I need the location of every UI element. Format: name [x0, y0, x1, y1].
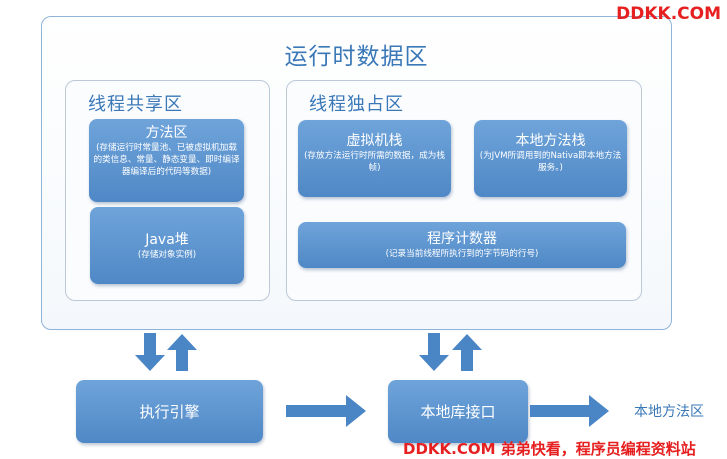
java-heap-desc: (存储对象实例)	[137, 250, 197, 260]
program-counter-title: 程序计数器	[427, 231, 497, 247]
program-counter-desc: (记录当前线程所执行到的字节码的行号)	[385, 249, 539, 259]
method-area-title: 方法区	[145, 125, 188, 141]
runtime-data-area-title: 运行时数据区	[284, 44, 429, 70]
native-interface-box: 本地库接口	[388, 380, 528, 443]
thread-private-region-title: 线程独占区	[309, 94, 404, 115]
watermark-bottom: DDKK.COM 弟弟快看，程序员编程资料站	[403, 440, 696, 458]
vm-stack-title: 虚拟机栈	[346, 133, 403, 149]
java-heap-box: Java堆 (存储对象实例)	[90, 207, 244, 284]
method-area-desc: (存储运行时常量池、已被虚拟机加载的类信息、常量、静态变量、即时编译器编译后的代…	[93, 143, 240, 177]
arrow-engine-to-native-interface	[286, 395, 366, 427]
native-method-stack-desc: (为JVM所调用到的Nativa即本地方法服务。)	[479, 151, 622, 173]
native-method-stack-box: 本地方法栈 (为JVM所调用到的Nativa即本地方法服务。)	[474, 120, 627, 197]
arrow-up-from-native-interface	[452, 334, 482, 371]
native-method-library-label: 本地方法区	[634, 404, 704, 420]
method-area-box: 方法区 (存储运行时常量池、已被虚拟机加载的类信息、常量、静态变量、即时编译器编…	[89, 119, 244, 202]
execution-engine-box: 执行引擎	[76, 380, 263, 443]
arrow-up-from-engine	[167, 334, 197, 371]
native-method-stack-title: 本地方法栈	[515, 133, 586, 149]
arrow-down-to-native-interface	[419, 333, 449, 371]
arrow-native-interface-to-library	[530, 395, 609, 427]
thread-shared-region-title: 线程共享区	[88, 94, 183, 115]
native-interface-title: 本地库接口	[420, 403, 496, 421]
java-heap-title: Java堆	[145, 232, 189, 248]
arrow-down-to-engine	[135, 333, 165, 371]
vm-stack-desc: (存放方法运行时所需的数据，成为栈帧)	[304, 151, 445, 173]
execution-engine-title: 执行引擎	[139, 403, 200, 421]
program-counter-box: 程序计数器 (记录当前线程所执行到的字节码的行号)	[298, 222, 626, 268]
vm-stack-box: 虚拟机栈 (存放方法运行时所需的数据，成为栈帧)	[298, 120, 451, 197]
watermark-top: DDKK.COM	[616, 4, 721, 24]
